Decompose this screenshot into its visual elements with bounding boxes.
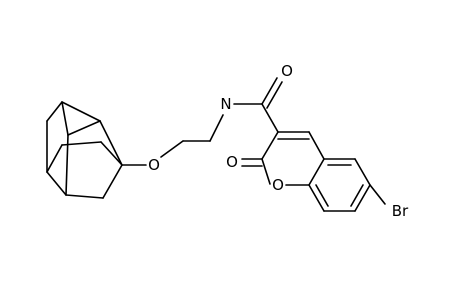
bond — [209, 114, 224, 142]
bond — [261, 131, 279, 160]
bond — [61, 141, 102, 146]
bond — [350, 184, 364, 207]
bond — [46, 144, 63, 173]
bond — [46, 101, 63, 122]
bond — [67, 120, 101, 136]
bond — [65, 194, 104, 199]
benzene-ring — [308, 158, 386, 212]
bond — [160, 140, 184, 158]
ether-o-label: O — [148, 156, 160, 174]
adamantane-cage — [46, 101, 123, 199]
bond — [61, 101, 101, 122]
ethyl-linker — [121, 114, 224, 166]
bond — [266, 81, 283, 109]
lactone-carbonyl-o-label: O — [226, 153, 238, 171]
bond — [308, 131, 325, 160]
amide-n-label: N — [220, 95, 231, 113]
amide-group — [233, 77, 283, 133]
bond — [99, 120, 123, 166]
amide-o-label: O — [281, 62, 293, 80]
bond — [308, 184, 325, 212]
bond — [261, 77, 278, 105]
atom-labels: N O O O O Br — [148, 62, 409, 220]
bromine-label: Br — [392, 202, 409, 220]
bond — [61, 101, 69, 136]
bond — [46, 171, 67, 196]
bond — [65, 134, 69, 196]
bond — [261, 103, 279, 133]
bond — [354, 158, 371, 186]
ring-o-label: O — [272, 176, 284, 194]
bond — [315, 184, 329, 207]
pyranone-ring — [241, 131, 325, 186]
bond — [100, 141, 123, 166]
bond — [369, 184, 386, 205]
bond — [261, 158, 271, 185]
bond — [102, 164, 123, 199]
bond — [308, 158, 325, 186]
bond — [354, 184, 371, 212]
